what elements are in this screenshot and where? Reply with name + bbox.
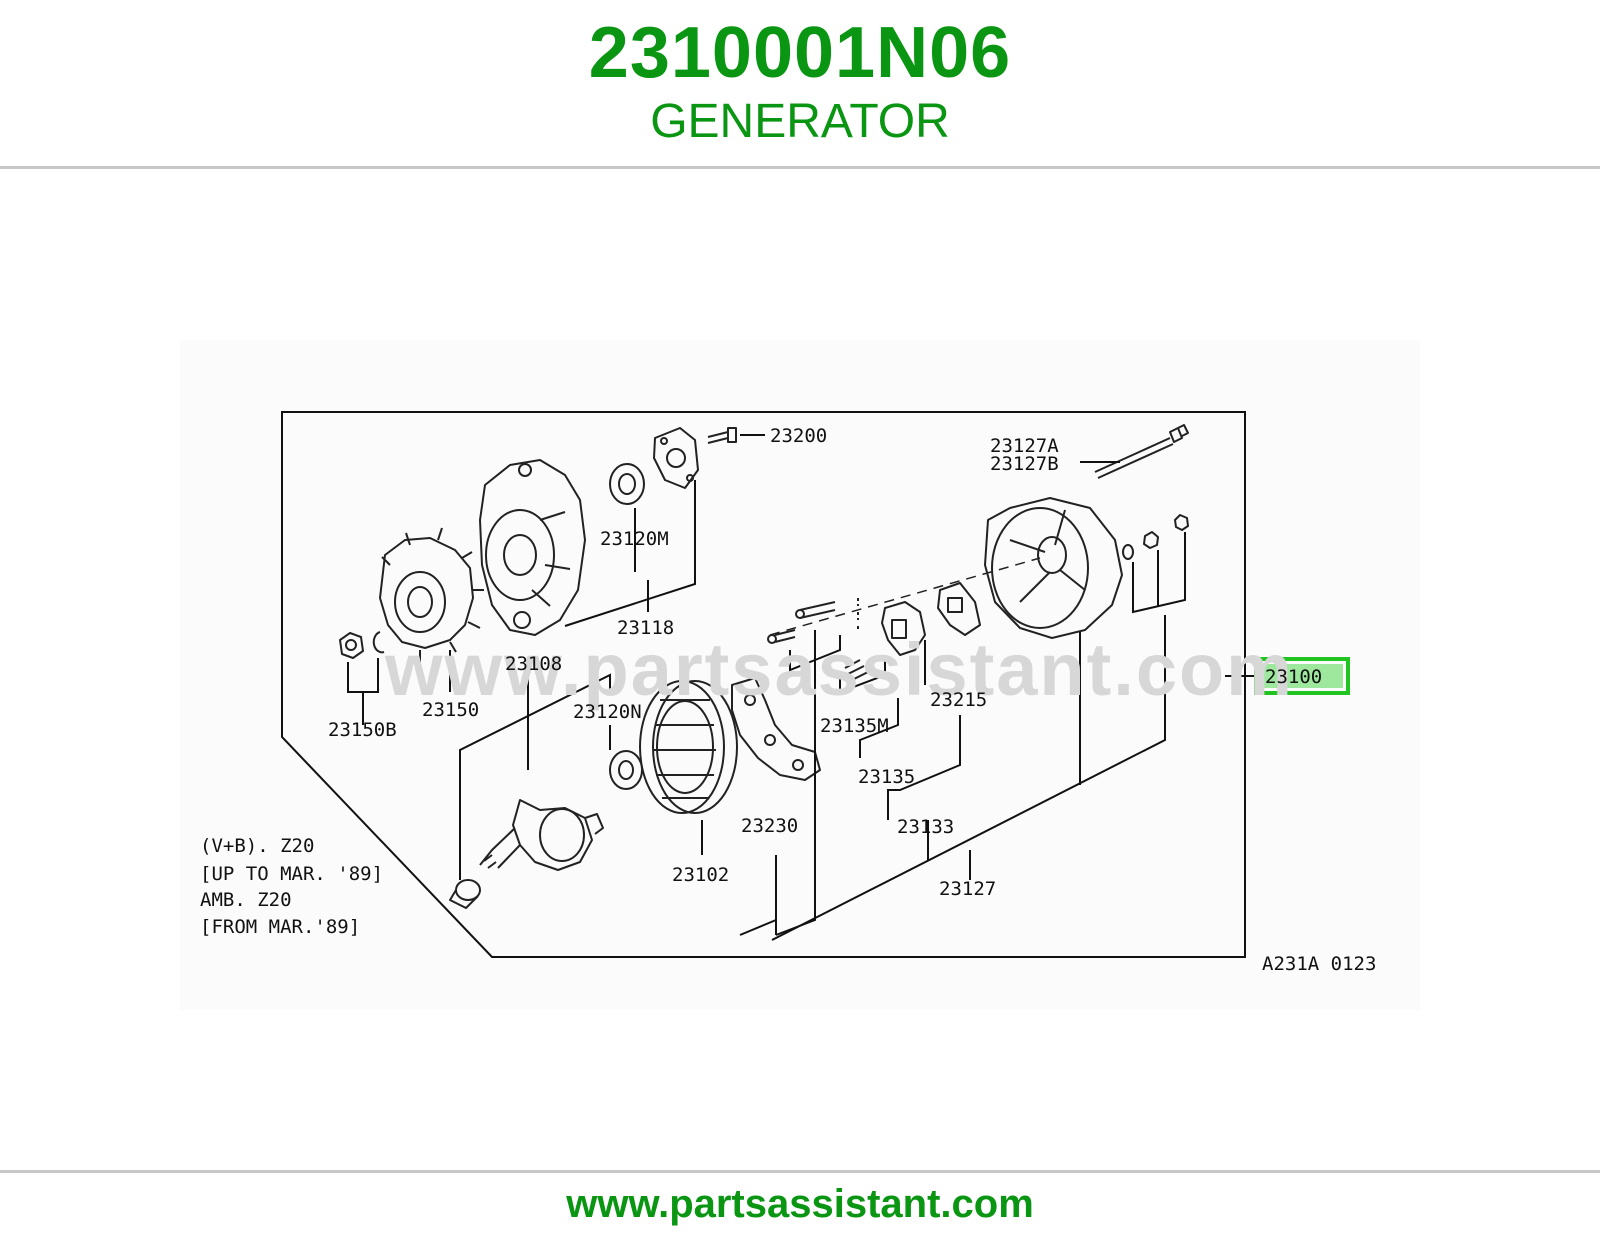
through-bolt-23127a — [1094, 424, 1189, 479]
terminal-pins — [767, 598, 869, 681]
pulley-fan-23150 — [379, 527, 484, 662]
rectifier-23230 — [731, 677, 821, 781]
bearing-23120n — [609, 750, 643, 790]
callout-23133[interactable]: 23133 — [897, 816, 954, 838]
highlighted-callout-23100[interactable] — [1254, 657, 1350, 695]
screw-23200 — [707, 427, 737, 444]
callout-23135m[interactable]: 23135M — [820, 715, 889, 737]
callout-23230[interactable]: 23230 — [741, 815, 798, 837]
exploded-parts-diagram: www.partsassistant.com 23200 23127A 2312… — [180, 340, 1420, 1010]
part-number-title: 2310001N06 — [588, 13, 1012, 93]
leader-lines — [347, 434, 1260, 941]
page-header: 2310001N06 GENERATOR — [0, 0, 1600, 168]
callout-23100-label[interactable]: 23100 — [1265, 666, 1322, 688]
part-name-subtitle: GENERATOR — [650, 95, 950, 148]
note-line-2: [UP TO MAR. '89] — [200, 863, 383, 885]
rear-housing-23127 — [984, 497, 1123, 639]
diagram-reference-code: A231A 0123 — [1262, 953, 1376, 975]
svg-text:www.partsassistant.com: www.partsassistant.com — [384, 628, 1294, 711]
bearing-23120m — [609, 463, 645, 505]
callout-23215[interactable]: 23215 — [930, 689, 987, 711]
ic-regulator-23215 — [937, 582, 981, 636]
retainer-plate — [653, 427, 699, 489]
footer-divider — [0, 1170, 1600, 1173]
diagram-watermark: www.partsassistant.com — [384, 628, 1294, 711]
callout-23118[interactable]: 23118 — [617, 617, 674, 639]
highlight-fill — [1261, 664, 1343, 688]
callout-23127a[interactable]: 23127A — [990, 435, 1059, 457]
callout-23135[interactable]: 23135 — [858, 766, 915, 788]
note-line-4: [FROM MAR.'89] — [200, 916, 360, 938]
stator-23102 — [639, 680, 738, 814]
diagram-svg: www.partsassistant.com 23200 23127A 2312… — [200, 411, 1376, 975]
callout-23108[interactable]: 23108 — [505, 653, 562, 675]
callout-23120n[interactable]: 23120N — [573, 701, 642, 723]
brush-holder-23135 — [881, 601, 926, 656]
header-divider — [0, 166, 1600, 169]
callout-23120m[interactable]: 23120M — [600, 528, 669, 550]
nut-washer-23150b — [339, 631, 385, 659]
nuts-washers-right — [1122, 514, 1189, 560]
footer-website-link[interactable]: www.partsassistant.com — [566, 1182, 1034, 1226]
callout-23102[interactable]: 23102 — [672, 864, 729, 886]
callout-23150[interactable]: 23150 — [422, 699, 479, 721]
callout-23127b[interactable]: 23127B — [990, 453, 1059, 475]
front-housing-23118 — [479, 459, 586, 636]
rotor-23108 — [449, 799, 604, 909]
callout-23127[interactable]: 23127 — [939, 878, 996, 900]
note-line-3: AMB. Z20 — [200, 889, 292, 911]
callout-23200[interactable]: 23200 — [770, 425, 827, 447]
note-line-1: (V+B). Z20 — [200, 835, 314, 857]
callout-23150b[interactable]: 23150B — [328, 719, 397, 741]
assembly-frame — [281, 411, 1246, 958]
